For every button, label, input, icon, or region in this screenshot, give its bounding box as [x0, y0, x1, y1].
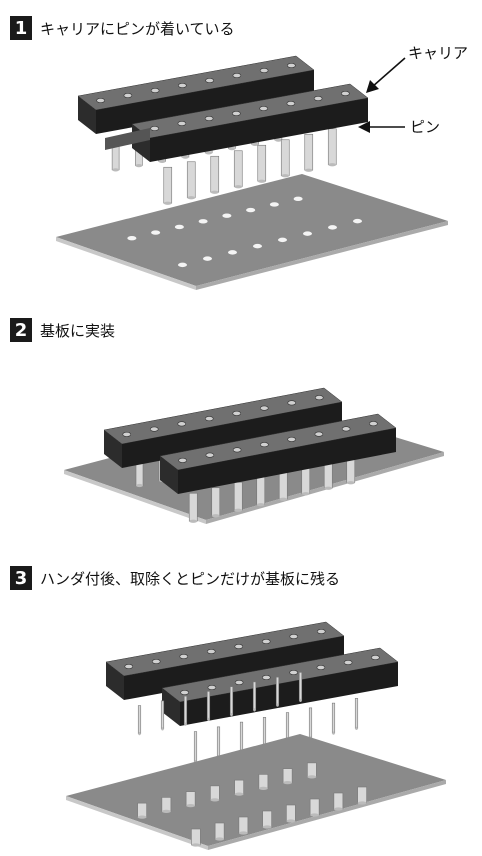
pin-label: ピン — [410, 118, 441, 136]
step-1-text: キャリアにピンが着いている — [40, 19, 235, 38]
carrier-label: キャリア — [408, 44, 469, 62]
pin-arrow — [358, 121, 405, 133]
step-1-illustration — [56, 55, 448, 290]
step-2-text: 基板に実装 — [40, 321, 116, 340]
carrier-3 — [105, 621, 399, 764]
step-1-number: 1 — [10, 16, 32, 40]
pcb-board-1 — [56, 174, 448, 290]
step-3-illustration — [66, 621, 446, 850]
carrier-1 — [77, 55, 369, 162]
step-1-heading: 1 キャリアにピンが着いている — [10, 16, 235, 40]
step-3-number: 3 — [10, 566, 32, 590]
carrier-2 — [103, 387, 397, 494]
step-2-number: 2 — [10, 318, 32, 342]
step-3-heading: 3 ハンダ付後、取除くとピンだけが基板に残る — [10, 566, 340, 590]
pcb-board-3 — [66, 734, 446, 850]
step-2-heading: 2 基板に実装 — [10, 318, 115, 342]
step-3-text: ハンダ付後、取除くとピンだけが基板に残る — [40, 569, 341, 588]
step-2-illustration — [64, 387, 444, 524]
carrier-arrow — [366, 57, 406, 93]
pins-row-3 — [137, 762, 367, 847]
